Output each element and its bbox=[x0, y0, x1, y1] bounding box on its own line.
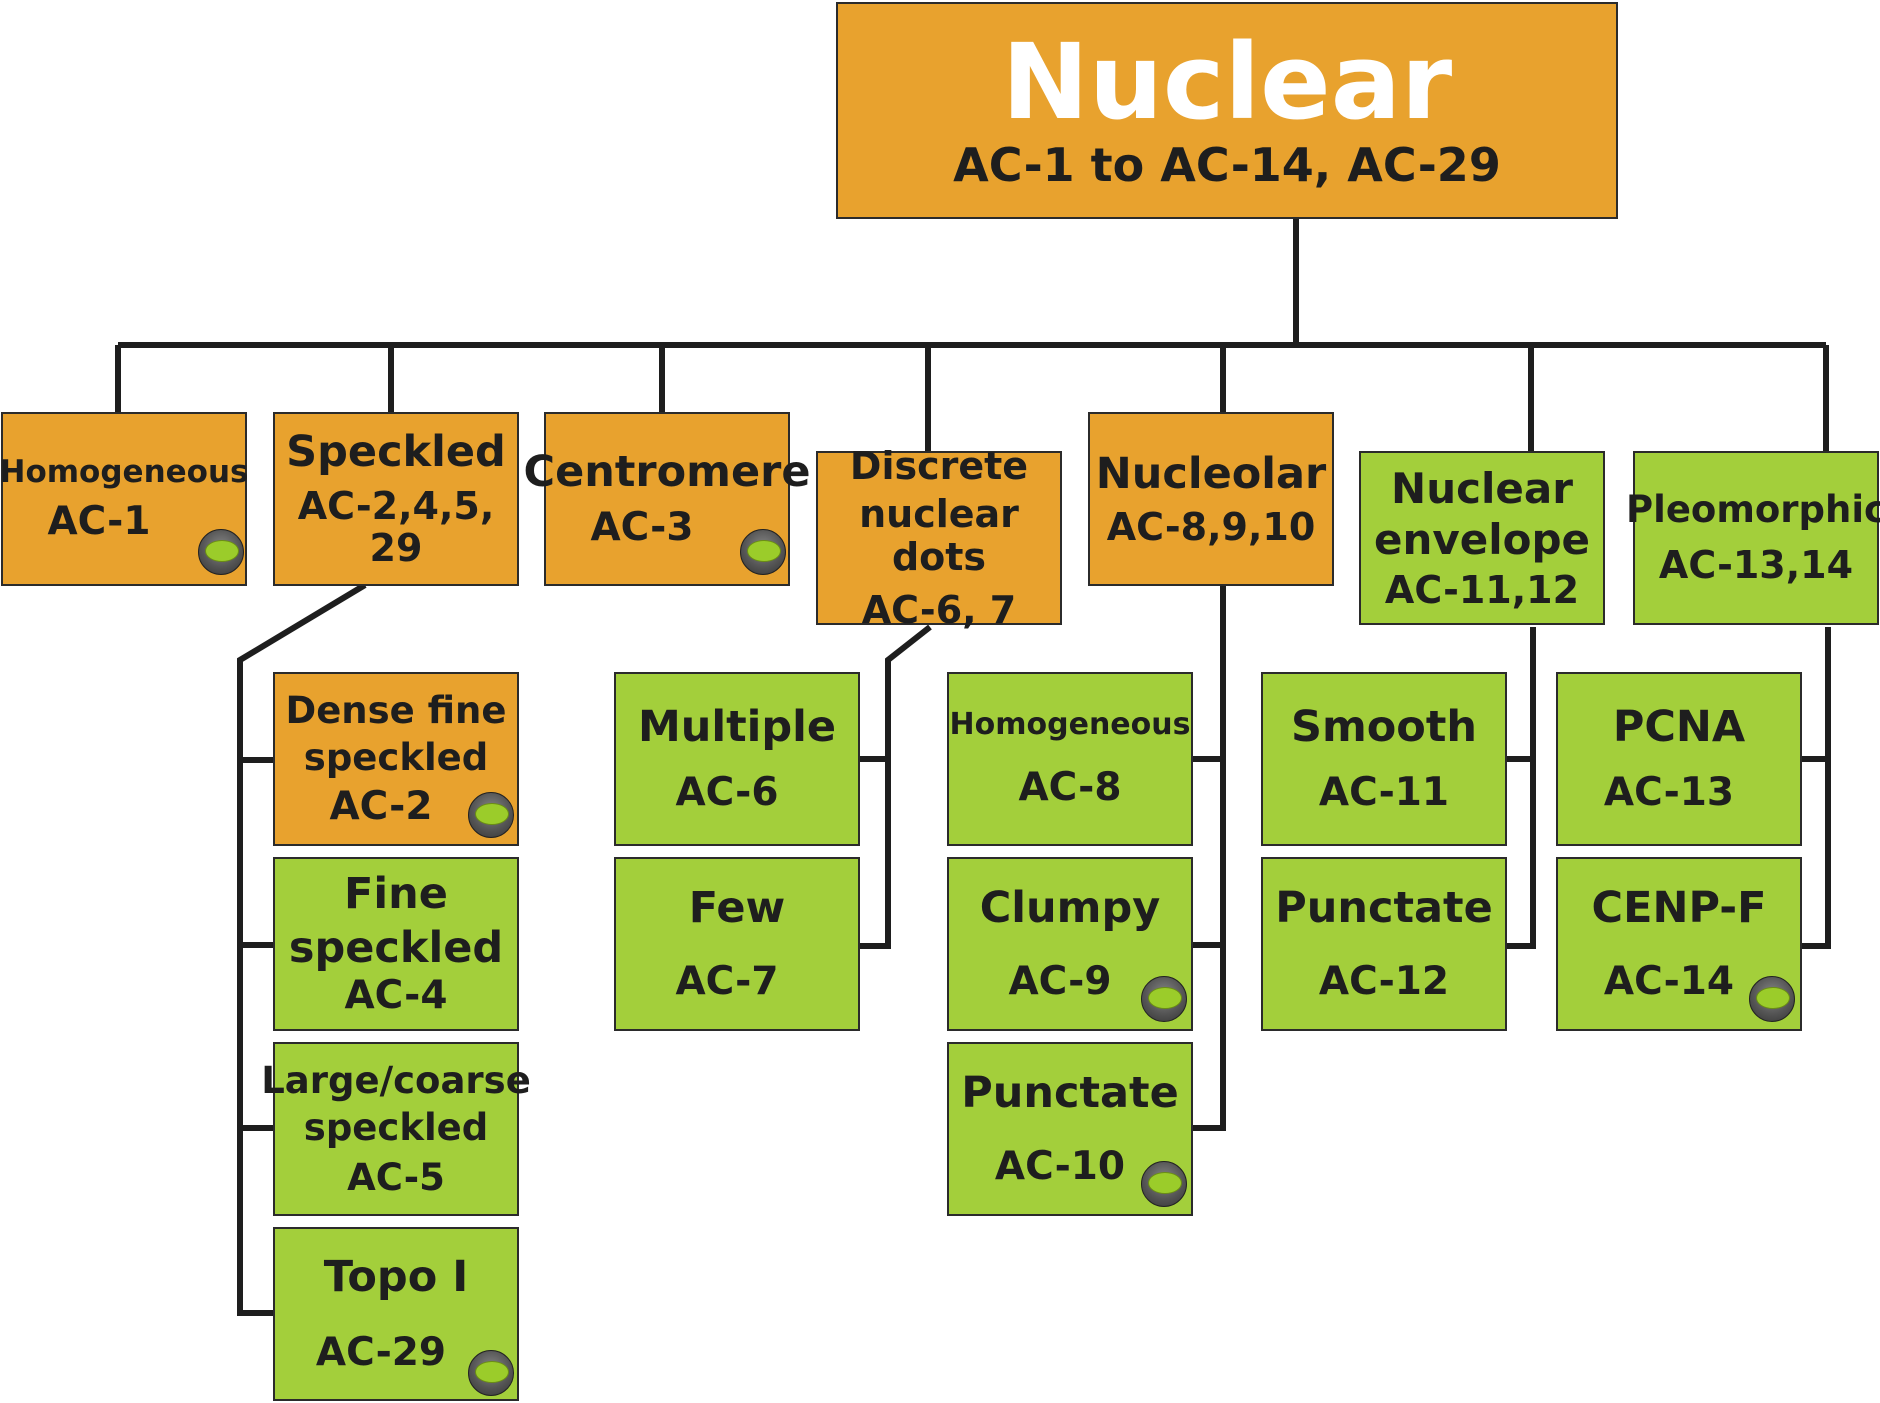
node-nucleolar: Nucleolar AC-8,9,10 bbox=[1088, 412, 1334, 586]
node-speckled: Speckled AC-2,4,5, 29 bbox=[273, 412, 519, 586]
pattern-image-icon bbox=[468, 1350, 514, 1396]
node-cenp-f: CENP-F AC-14 bbox=[1556, 857, 1802, 1031]
node-homogeneous-name: Homogeneous bbox=[0, 453, 249, 490]
node-nucleolar-name: Nucleolar bbox=[1095, 448, 1327, 499]
node-pleomorphic: Pleomorphic AC-13,14 bbox=[1626, 451, 1880, 625]
root-node-nuclear: Nuclear AC-1 to AC-14, AC-29 bbox=[836, 2, 1618, 219]
node-smooth-code: AC-11 bbox=[1318, 770, 1450, 816]
node-nucleolar-punctate: Punctate AC-10 bbox=[947, 1042, 1193, 1216]
root-title: Nuclear bbox=[1001, 20, 1453, 143]
node-multiple: Multiple AC-6 bbox=[614, 672, 860, 846]
node-fine-speckled-line1: Fine bbox=[344, 869, 448, 919]
node-multiple-code: AC-6 bbox=[675, 770, 779, 816]
node-discrete-nuclear-dots: Discrete nuclear dots AC-6, 7 bbox=[816, 445, 1062, 631]
node-multiple-name: Multiple bbox=[637, 702, 837, 753]
node-pcna-code: AC-13 bbox=[1603, 770, 1735, 816]
node-nucleolar-homogeneous-name: Homogeneous bbox=[949, 707, 1191, 743]
node-speckled-code: AC-2,4,5, 29 bbox=[297, 483, 495, 571]
node-topo-i-name: Topo I bbox=[323, 1252, 469, 1303]
node-nucleolar-homogeneous: Homogeneous AC-8 bbox=[947, 672, 1193, 846]
node-clumpy: Clumpy AC-9 bbox=[947, 857, 1193, 1031]
node-homogeneous-code: AC-1 bbox=[47, 498, 151, 544]
pattern-image-icon bbox=[1141, 976, 1187, 1022]
node-nucleolar-punctate-name: Punctate bbox=[961, 1068, 1179, 1119]
node-envelope-code: AC-11,12 bbox=[1384, 567, 1580, 612]
node-smooth: Smooth AC-11 bbox=[1261, 672, 1507, 846]
node-large-coarse-speckled: Large/coarse speckled AC-5 bbox=[261, 1042, 531, 1216]
node-topo-i: Topo I AC-29 bbox=[273, 1227, 519, 1401]
node-pcna: PCNA AC-13 bbox=[1556, 672, 1802, 846]
node-nucleolar-punctate-code: AC-10 bbox=[994, 1144, 1126, 1190]
node-homogeneous: Homogeneous AC-1 bbox=[0, 412, 249, 586]
node-envelope-name-line2: envelope bbox=[1373, 514, 1591, 564]
node-dense-fine-speckled: Dense fine speckled AC-2 bbox=[273, 672, 519, 846]
node-pleomorphic-code: AC-13,14 bbox=[1658, 543, 1854, 588]
node-speckled-name: Speckled bbox=[286, 427, 506, 478]
node-nuclear-envelope: Nuclear envelope AC-11,12 bbox=[1359, 451, 1605, 625]
node-discrete-name-line2: nuclear dots bbox=[859, 492, 1019, 579]
node-clumpy-code: AC-9 bbox=[1008, 959, 1112, 1005]
pattern-image-icon bbox=[1749, 976, 1795, 1022]
node-large-coarse-line1: Large/coarse bbox=[261, 1058, 531, 1102]
node-envelope-name-line1: Nuclear bbox=[1391, 463, 1573, 513]
node-few-name: Few bbox=[688, 883, 786, 934]
pattern-image-icon bbox=[1141, 1161, 1187, 1207]
node-pcna-name: PCNA bbox=[1612, 702, 1746, 753]
node-large-coarse-line2: speckled bbox=[303, 1106, 489, 1150]
pattern-image-icon bbox=[740, 529, 786, 575]
pattern-image-icon bbox=[468, 792, 514, 838]
node-few: Few AC-7 bbox=[614, 857, 860, 1031]
node-fine-speckled-line2: speckled bbox=[288, 923, 504, 974]
node-cenp-f-name: CENP-F bbox=[1591, 883, 1767, 934]
node-centromere-name: Centromere bbox=[523, 447, 811, 498]
node-centromere-code: AC-3 bbox=[590, 505, 694, 551]
node-discrete-code: AC-6, 7 bbox=[861, 587, 1017, 632]
node-cenp-f-code: AC-14 bbox=[1603, 959, 1735, 1005]
node-fine-speckled: Fine speckled AC-4 bbox=[273, 857, 519, 1031]
node-few-code: AC-7 bbox=[675, 959, 779, 1005]
node-discrete-name-line1: Discrete bbox=[849, 443, 1029, 488]
node-clumpy-name: Clumpy bbox=[979, 883, 1161, 934]
node-envelope-punctate: Punctate AC-12 bbox=[1261, 857, 1507, 1031]
node-fine-speckled-code: AC-4 bbox=[344, 973, 448, 1019]
node-dense-fine-line1: Dense fine bbox=[285, 688, 507, 732]
node-smooth-name: Smooth bbox=[1290, 702, 1478, 753]
pattern-image-icon bbox=[198, 529, 244, 575]
node-dense-fine-code: AC-2 bbox=[329, 783, 433, 829]
node-nucleolar-homogeneous-code: AC-8 bbox=[1018, 764, 1122, 810]
root-codes: AC-1 to AC-14, AC-29 bbox=[953, 137, 1501, 192]
node-nucleolar-code: AC-8,9,10 bbox=[1106, 504, 1316, 549]
node-topo-i-code: AC-29 bbox=[315, 1330, 447, 1376]
node-dense-fine-line2: speckled bbox=[303, 736, 489, 780]
node-envelope-punctate-code: AC-12 bbox=[1318, 959, 1450, 1005]
node-centromere: Centromere AC-3 bbox=[524, 412, 811, 586]
node-envelope-punctate-name: Punctate bbox=[1275, 883, 1493, 934]
node-pleomorphic-name: Pleomorphic bbox=[1626, 488, 1880, 531]
node-large-coarse-code: AC-5 bbox=[347, 1155, 445, 1199]
